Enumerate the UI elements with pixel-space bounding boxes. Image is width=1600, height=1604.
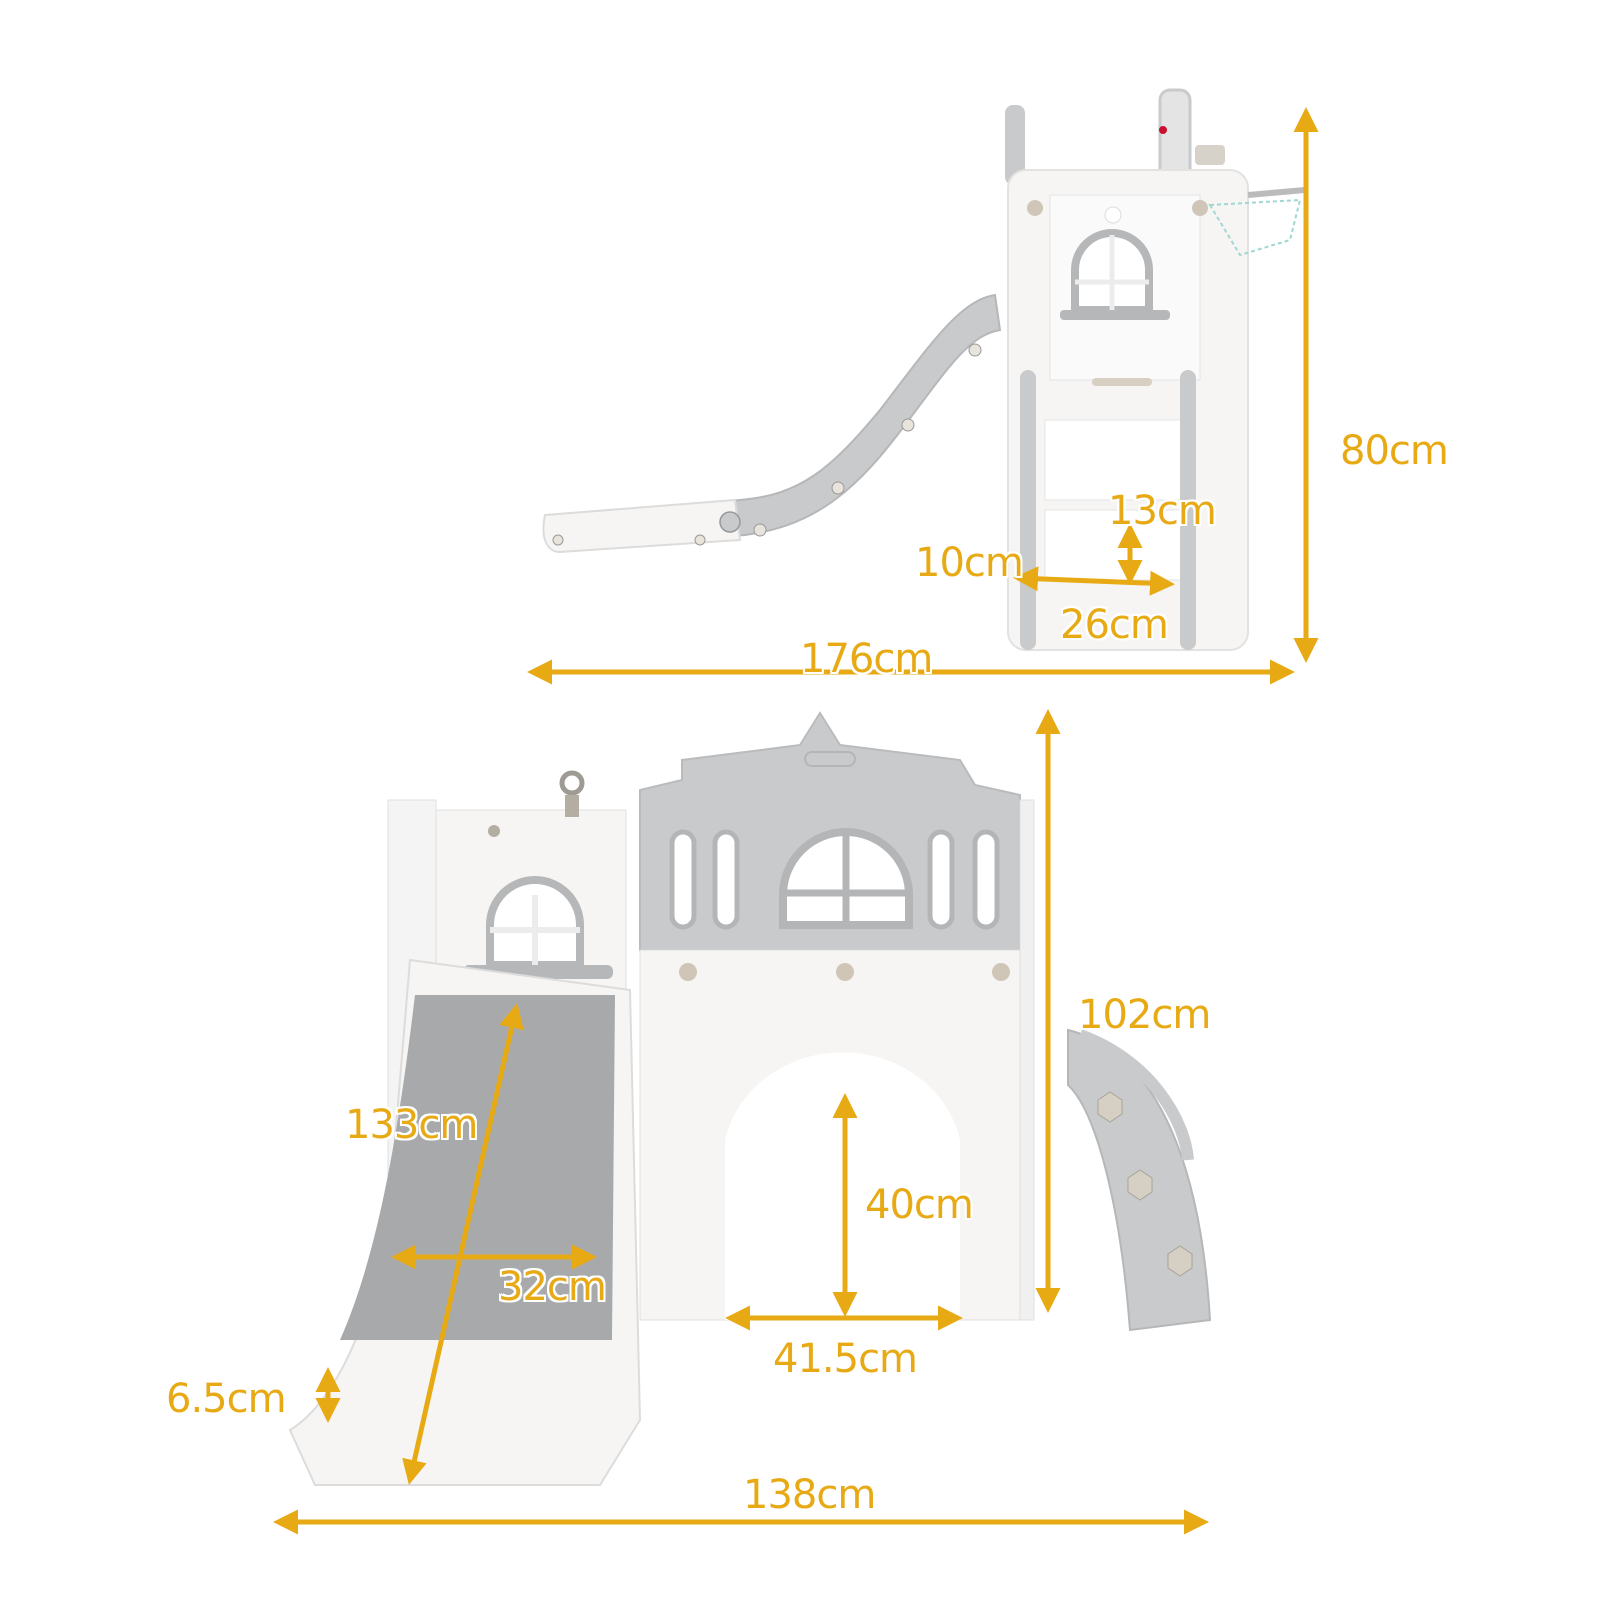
arch-width-label: 41.5cm xyxy=(773,1336,918,1382)
red-button-icon xyxy=(1159,126,1167,134)
side-total-height-label: 80cm xyxy=(1340,428,1449,474)
side-dimension-lines xyxy=(527,107,1319,685)
front-dimension-lines xyxy=(273,709,1209,1535)
side-tower xyxy=(1005,88,1249,651)
step-height-label: 13cm xyxy=(1108,488,1217,534)
front-total-height-label: 102cm xyxy=(1078,992,1211,1038)
side-total-length-label: 176cm xyxy=(800,636,933,682)
arch-height-label: 40cm xyxy=(865,1182,974,1228)
step-width-label: 26cm xyxy=(1060,602,1169,648)
front-slide xyxy=(288,958,642,1486)
step-depth-label: 10cm xyxy=(915,540,1024,586)
castle-house xyxy=(639,711,1035,1321)
slide-width-label: 32cm xyxy=(498,1264,607,1310)
side-view-illustration xyxy=(542,88,1306,651)
slide-edge-height-label: 6.5cm xyxy=(166,1376,287,1422)
slide-length-label: 133cm xyxy=(345,1102,478,1148)
front-total-width-label: 138cm xyxy=(743,1472,876,1518)
side-slide xyxy=(542,293,1002,554)
front-ladder xyxy=(1067,1028,1212,1332)
front-view-illustration xyxy=(288,711,1212,1486)
